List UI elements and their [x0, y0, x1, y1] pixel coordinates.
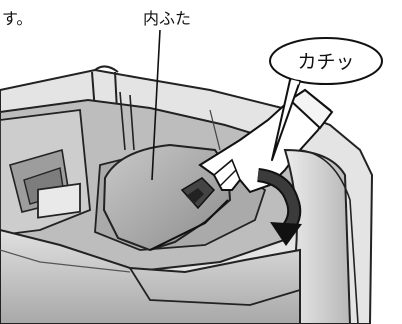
inner-lid-label: 内ふた — [143, 9, 191, 28]
inner-lid-leader-line — [151, 29, 161, 181]
top-partial-text: す。 — [2, 9, 32, 28]
click-label: カチッ — [297, 51, 354, 73]
printer-front-panel — [0, 228, 301, 324]
inner-lid-callout: 内ふた — [143, 9, 191, 181]
rotate-arrow-icon — [256, 168, 302, 246]
inner-lid — [102, 143, 232, 252]
click-callout: カチッ — [269, 37, 383, 161]
click-bubble — [269, 37, 383, 85]
